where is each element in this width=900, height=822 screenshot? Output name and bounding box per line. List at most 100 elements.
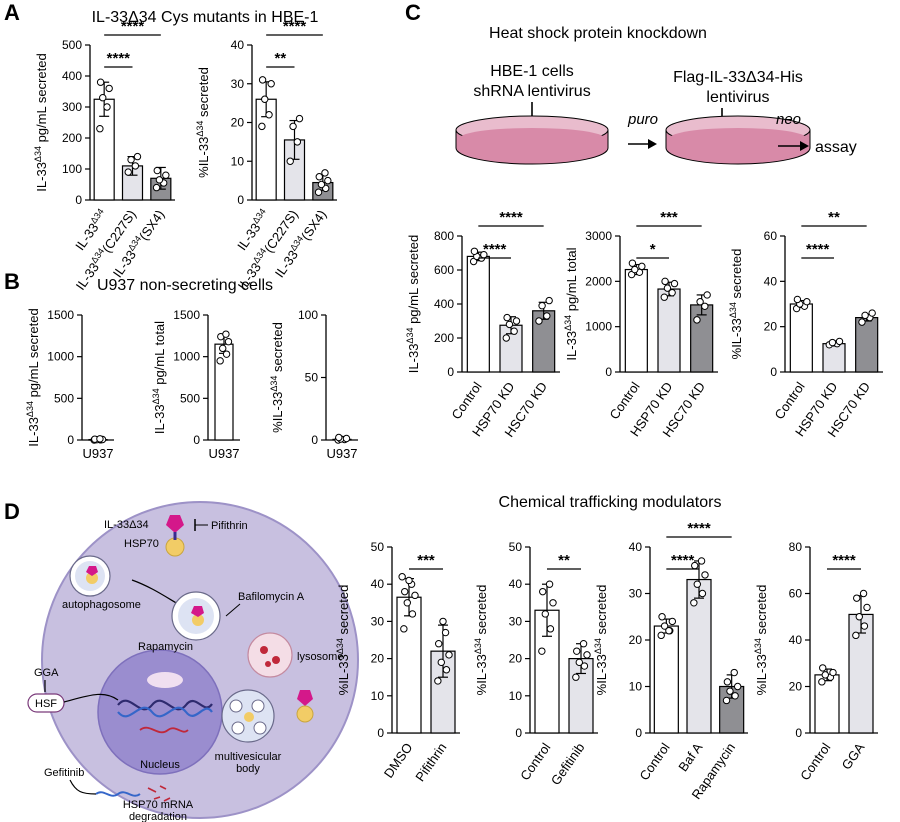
data-point (411, 591, 419, 600)
data-point (470, 247, 479, 256)
data-point (335, 433, 343, 442)
y-tick-label: 20 (629, 633, 643, 647)
y-tick-label: 0 (515, 726, 522, 740)
data-point (828, 338, 837, 347)
lysosome (247, 632, 293, 678)
bar (789, 303, 813, 373)
y-tick-label: 0 (237, 193, 244, 207)
data-point (861, 311, 869, 320)
label-gga: GGA (34, 667, 59, 679)
y-axis-label: %IL-33Δ34 secreted (195, 67, 211, 178)
bar (855, 317, 879, 373)
x-tick-label: DMSO (381, 740, 416, 781)
dish-2 (665, 115, 811, 165)
y-tick-label: 400 (62, 69, 82, 83)
y-axis-label: %IL-33Δ34 secreted (728, 249, 744, 360)
significance-label: ** (558, 552, 570, 569)
y-tick-label: 100 (298, 308, 318, 322)
data-point (400, 625, 408, 633)
y-tick-label: 0 (770, 365, 777, 379)
y-tick-label: 30 (231, 77, 245, 91)
y-tick-label: 40 (629, 540, 643, 554)
x-tick-label: Control (636, 740, 672, 783)
dish-1 (455, 115, 609, 165)
data-point (152, 183, 161, 192)
y-axis-label: %IL-33Δ34 secreted (593, 585, 609, 696)
data-point (818, 678, 826, 686)
data-point (133, 152, 142, 161)
y-tick-label: 20 (231, 116, 245, 130)
data-point (657, 631, 665, 640)
label-nucleus: Nucleus (140, 759, 180, 771)
y-tick-label: 0 (447, 365, 454, 379)
bar (396, 596, 422, 734)
data-point (658, 613, 666, 621)
data-point (543, 312, 551, 320)
y-tick-label: 100 (62, 162, 82, 176)
significance-label: *** (417, 552, 435, 569)
label-degradation-line2: degradation (129, 811, 187, 822)
y-tick-label: 0 (193, 433, 200, 447)
label-rapamycin: Rapamycin (138, 641, 193, 653)
y-tick-label: 0 (311, 433, 318, 447)
data-point (216, 357, 224, 365)
schematic-arrowhead-4 (800, 141, 809, 151)
title-d: Chemical trafficking modulators (499, 494, 722, 511)
y-tick-label: 10 (371, 689, 385, 703)
label-mvb-line2: body (236, 763, 260, 775)
title-c: Heat shock protein knockdown (489, 25, 707, 42)
y-tick-label: 60 (789, 587, 803, 601)
data-point (628, 259, 637, 267)
data-point (663, 284, 672, 292)
label-gefitinib: Gefitinib (44, 767, 84, 779)
schematic-virus2-line1: Flag-IL-33Δ34-His (673, 69, 803, 86)
y-tick-label: 3000 (585, 229, 612, 243)
y-axis-label: IL-33Δ34 pg/mL total (151, 321, 167, 434)
data-point (96, 435, 104, 443)
data-point (155, 176, 164, 184)
significance-label: * (650, 241, 656, 258)
panel-letter-a: A (4, 0, 20, 25)
diagram-d: Nucleus IL-33Δ34 HSP70 Pifithrin autopha… (27, 501, 359, 822)
data-point (575, 658, 583, 667)
label-hsp70: HSP70 (124, 538, 159, 550)
data-point (549, 599, 557, 607)
nucleus (97, 649, 223, 775)
data-point (863, 603, 871, 612)
data-point (219, 344, 227, 353)
data-point (733, 682, 742, 691)
data-point (222, 350, 231, 358)
data-point (293, 138, 302, 146)
y-axis-label: %IL-33Δ34 secreted (473, 585, 489, 696)
schematic-assay: assay (815, 139, 857, 156)
significance-label: **** (671, 552, 695, 569)
data-point (267, 80, 275, 88)
y-tick-label: 200 (62, 131, 82, 145)
data-point (224, 337, 233, 346)
data-point (131, 162, 140, 170)
x-tick-label: Control (797, 740, 833, 783)
significance-label: ** (828, 209, 840, 226)
mrna-strand (139, 726, 189, 734)
y-tick-label: 40 (231, 38, 245, 52)
y-tick-label: 40 (509, 577, 523, 591)
data-point (545, 580, 554, 588)
data-point (265, 111, 273, 119)
significance-label: **** (483, 241, 507, 258)
data-point (668, 617, 677, 626)
data-point (690, 599, 698, 607)
label-pifithrin: Pifithrin (211, 520, 248, 532)
y-tick-label: 0 (67, 433, 74, 447)
y-tick-label: 20 (764, 320, 778, 334)
data-point (701, 571, 709, 579)
data-point (153, 166, 161, 175)
label-mvb-line1: multivesicular (215, 751, 282, 763)
data-point (660, 293, 668, 301)
data-point (437, 658, 445, 667)
data-point (722, 696, 731, 705)
y-tick-label: 1000 (585, 320, 612, 334)
y-tick-label: 50 (371, 540, 385, 554)
